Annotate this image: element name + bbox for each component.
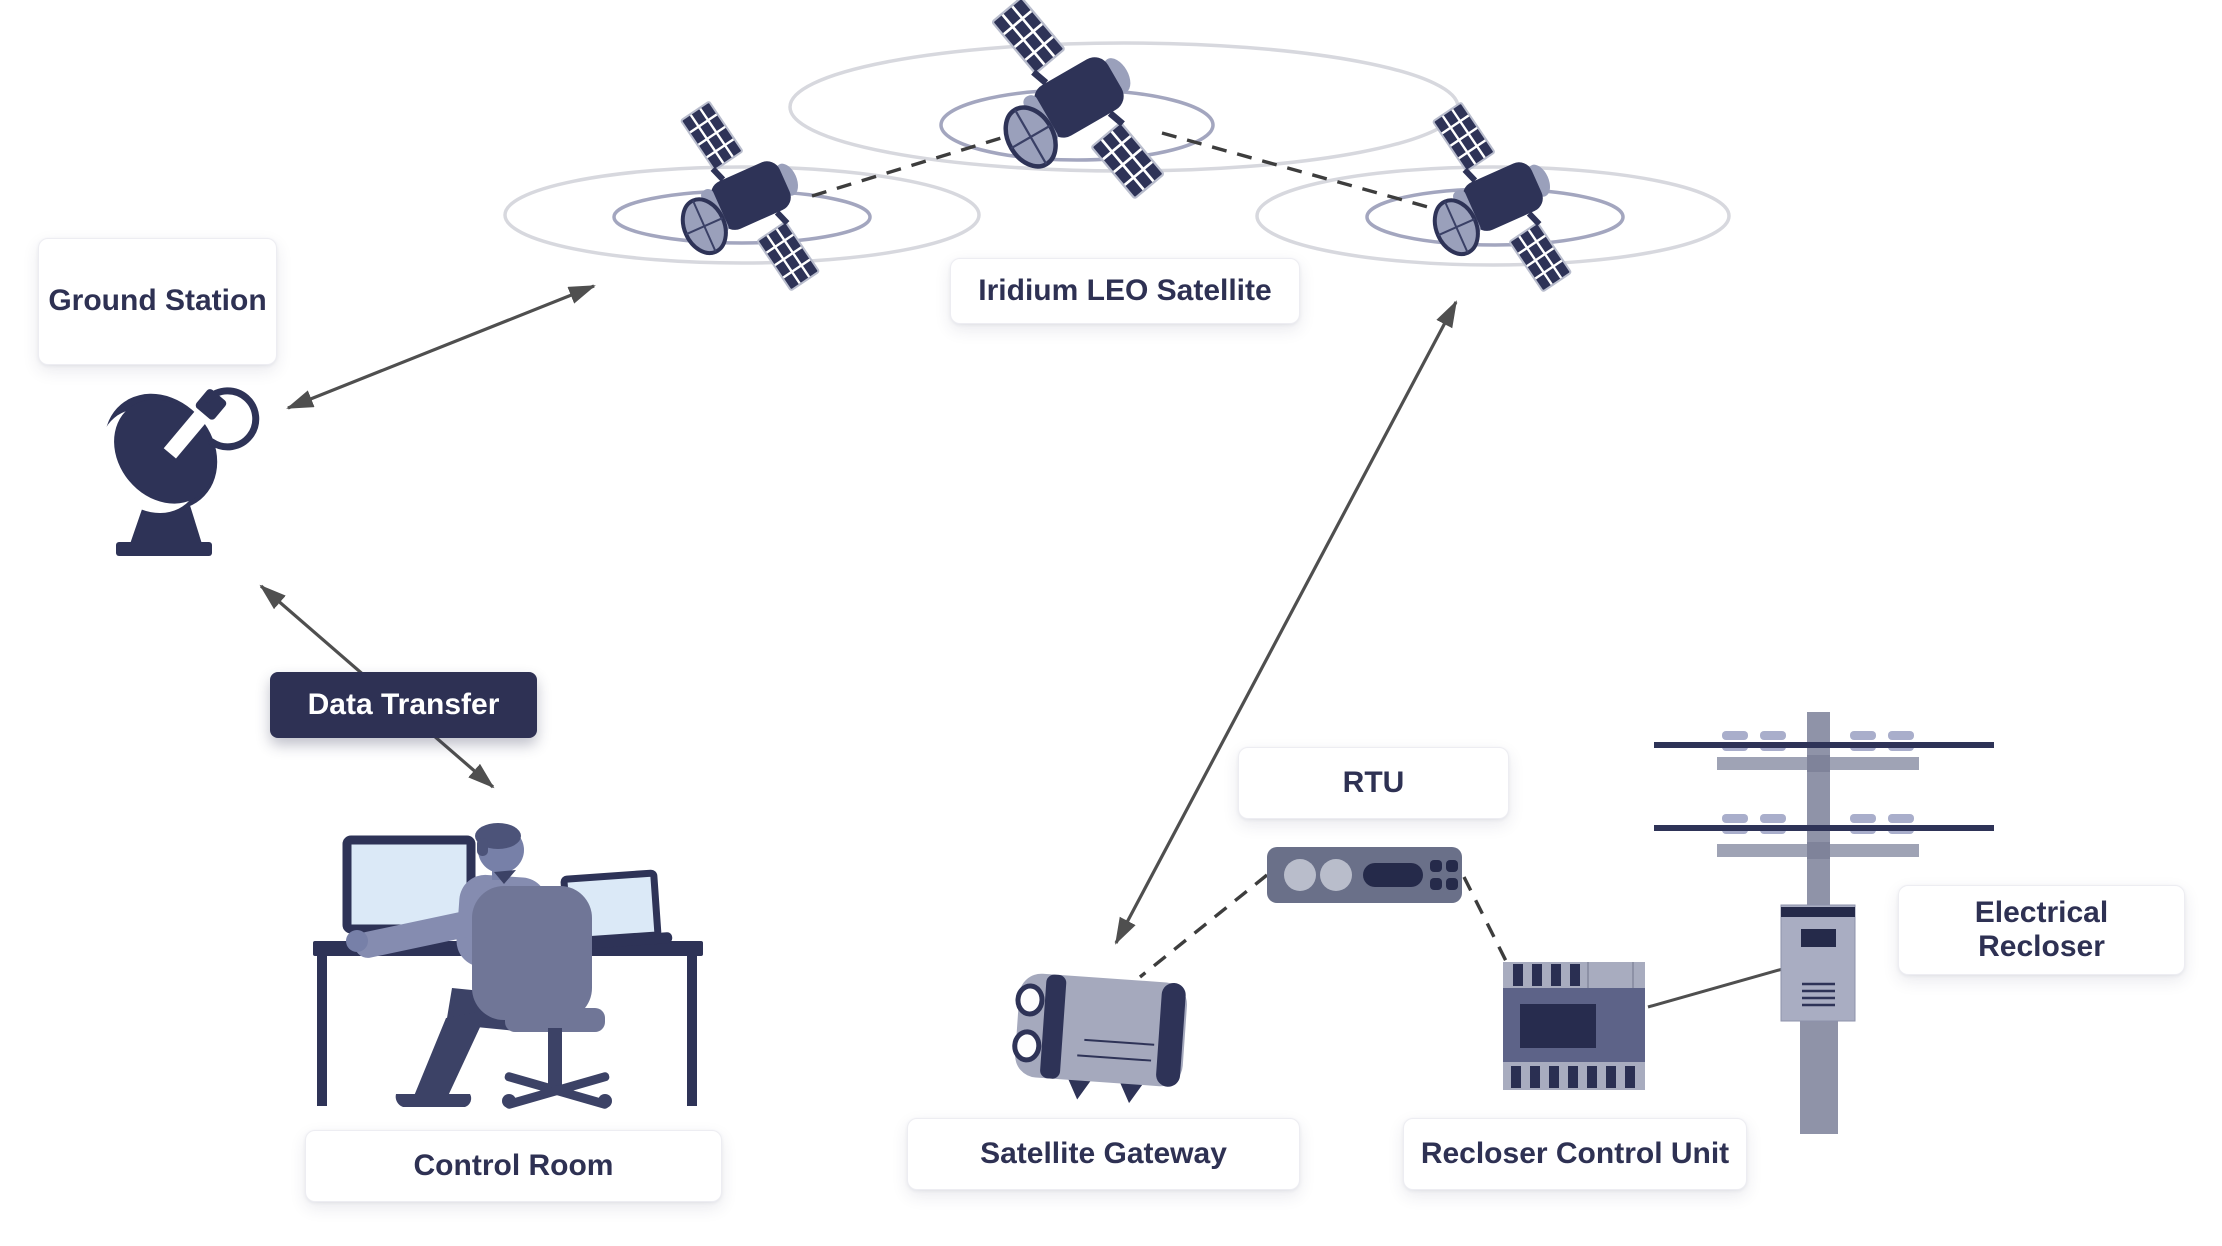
iridium-satellite-icon: [1393, 83, 1590, 322]
label-iridium-leo-satellite: Iridium LEO Satellite: [950, 258, 1300, 324]
label-ground-station: Ground Station: [38, 238, 277, 365]
label-rtu: RTU: [1238, 747, 1509, 819]
label-control-room: Control Room: [305, 1130, 722, 1202]
satellite-gateway-icon: [1012, 973, 1188, 1104]
inter-satellite-links: [811, 129, 1429, 209]
office-chair-icon: [472, 886, 612, 1109]
iridium-satellite-icon: [641, 82, 838, 321]
desk-leg: [687, 952, 697, 1106]
label-satellite-gateway: Satellite Gateway: [907, 1118, 1300, 1190]
label-data-transfer: Data Transfer: [270, 672, 537, 738]
electrical-recloser-box-icon: [1780, 904, 1856, 1022]
arrow-dish-satellite: [286, 284, 596, 410]
rtu-device-icon: [1267, 847, 1462, 903]
utility-pole-icon: [1654, 712, 1994, 1134]
desk-leg: [317, 952, 327, 1106]
control-room-scene: [313, 823, 703, 1109]
recloser-control-unit-icon: [1503, 962, 1645, 1090]
satellite-dish-icon: [99, 387, 260, 556]
arrow-gateway-satellite: [1114, 300, 1458, 945]
label-recloser-control-unit: Recloser Control Unit: [1403, 1118, 1747, 1190]
iridium-satellite-icon: [949, 0, 1185, 239]
label-electrical-recloser: Electrical Recloser: [1898, 885, 2185, 975]
recloser-connector-line: [1647, 966, 1787, 1009]
